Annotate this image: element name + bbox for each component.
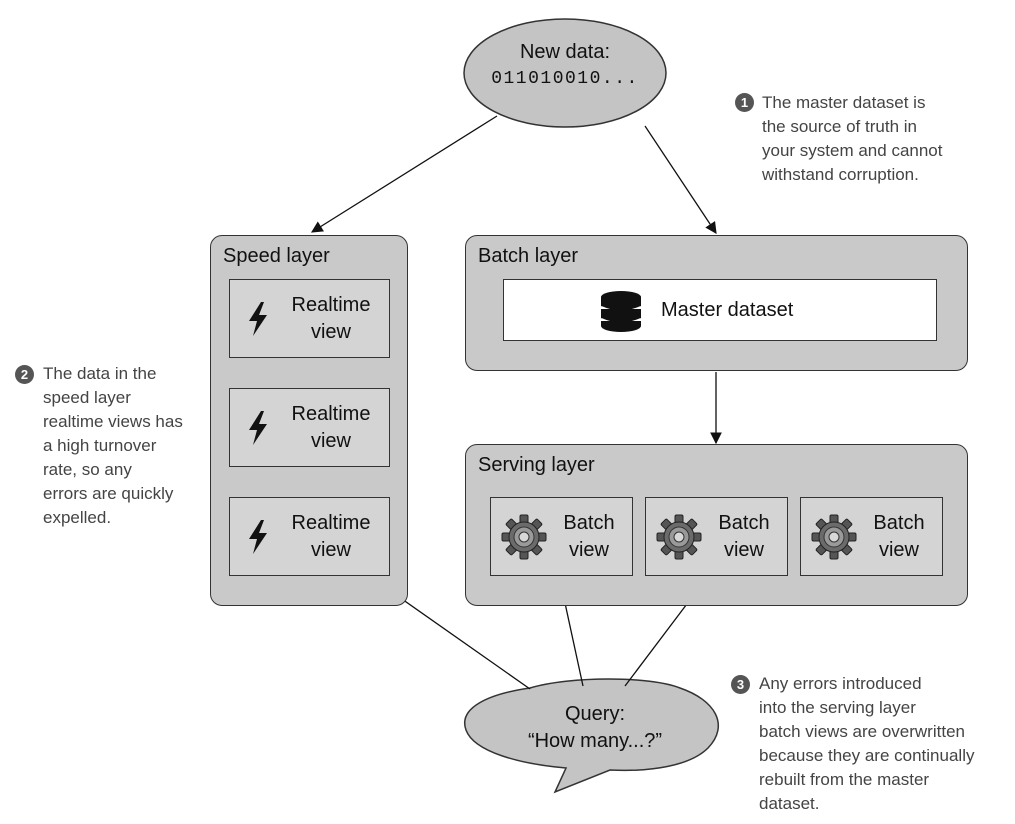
query-text: Query: “How many...?”	[480, 701, 710, 755]
realtime-view-label-line2: view	[310, 539, 351, 561]
realtime-view-2: Realtime view	[229, 388, 390, 467]
annotation-1-badge: 1	[735, 93, 754, 112]
realtime-view-label-line1: Realtime	[291, 294, 371, 316]
query-bubble	[463, 678, 720, 794]
batch-view-label: Batch view	[708, 510, 780, 564]
new-data-label: New data:	[519, 41, 611, 63]
realtime-view-label: Realtime view	[280, 292, 382, 346]
batch-view-label-line1: Batch	[873, 512, 925, 534]
batch-view-label: Batch view	[553, 510, 625, 564]
new-data-bits: 011010010...	[491, 69, 639, 89]
annotation-line: errors are quickly	[43, 484, 174, 503]
realtime-view-label-line1: Realtime	[291, 403, 371, 425]
annotation-1-text: The master dataset is the source of trut…	[762, 91, 942, 187]
serving-layer-title: Serving layer	[478, 454, 595, 476]
annotation-line: rate, so any	[43, 460, 132, 479]
speed-layer-title: Speed layer	[223, 245, 330, 267]
new-data-bubble	[463, 18, 667, 128]
query-label: Query:	[564, 703, 626, 725]
arrow-newdata-to-speed	[311, 115, 498, 233]
annotation-line: batch views are overwritten	[759, 722, 965, 741]
batch-view-label-line1: Batch	[718, 512, 770, 534]
master-dataset-box: Master dataset	[503, 279, 937, 341]
batch-layer-title: Batch layer	[478, 245, 579, 267]
gear-icon	[501, 514, 547, 560]
annotation-line: the source of truth in	[762, 117, 917, 136]
lightning-bolt-icon	[249, 411, 267, 445]
query-question: “How many...?”	[527, 730, 663, 752]
annotation-2-text: The data in the speed layer realtime vie…	[43, 362, 183, 530]
annotation-3-badge: 3	[731, 675, 750, 694]
annotation-3-text: Any errors introduced into the serving l…	[759, 672, 974, 816]
batch-view-1: Batch view	[490, 497, 633, 576]
batch-view-label-line2: view	[878, 539, 919, 561]
batch-view-label-line2: view	[723, 539, 764, 561]
annotation-line: dataset.	[759, 794, 820, 813]
annotation-2-badge: 2	[15, 365, 34, 384]
master-dataset-label: Master dataset	[661, 299, 794, 321]
batch-view-3: Batch view	[800, 497, 943, 576]
realtime-view-label-line2: view	[310, 321, 351, 343]
gear-icon	[656, 514, 702, 560]
batch-view-label-line2: view	[568, 539, 609, 561]
annotation-line: withstand corruption.	[762, 165, 919, 184]
database-icon	[600, 291, 642, 332]
annotation-line: rebuilt from the master	[759, 770, 930, 789]
realtime-view-label-line2: view	[310, 430, 351, 452]
new-data-text: New data: 011010010...	[465, 41, 665, 89]
annotation-line: speed layer	[43, 388, 131, 407]
batch-view-2: Batch view	[645, 497, 788, 576]
batch-view-label: Batch view	[863, 510, 935, 564]
annotation-line: a high turnover	[43, 436, 157, 455]
realtime-view-label: Realtime view	[280, 510, 382, 564]
annotation-line: The data in the	[43, 364, 157, 383]
batch-view-label-line1: Batch	[563, 512, 615, 534]
annotation-line: expelled.	[43, 508, 112, 527]
realtime-view-label: Realtime view	[280, 401, 382, 455]
annotation-line: your system and cannot	[762, 141, 943, 160]
lightning-bolt-icon	[249, 302, 267, 336]
realtime-view-1: Realtime view	[229, 279, 390, 358]
annotation-line: into the serving layer	[759, 698, 916, 717]
annotation-line: because they are continually	[759, 746, 975, 765]
arrow-newdata-to-batch	[644, 125, 717, 234]
realtime-view-3: Realtime view	[229, 497, 390, 576]
annotation-line: Any errors introduced	[759, 674, 922, 693]
annotation-line: The master dataset is	[762, 93, 926, 112]
gear-icon	[811, 514, 857, 560]
annotation-line: realtime views has	[43, 412, 183, 431]
realtime-view-label-line1: Realtime	[291, 512, 371, 534]
lightning-bolt-icon	[249, 520, 267, 554]
